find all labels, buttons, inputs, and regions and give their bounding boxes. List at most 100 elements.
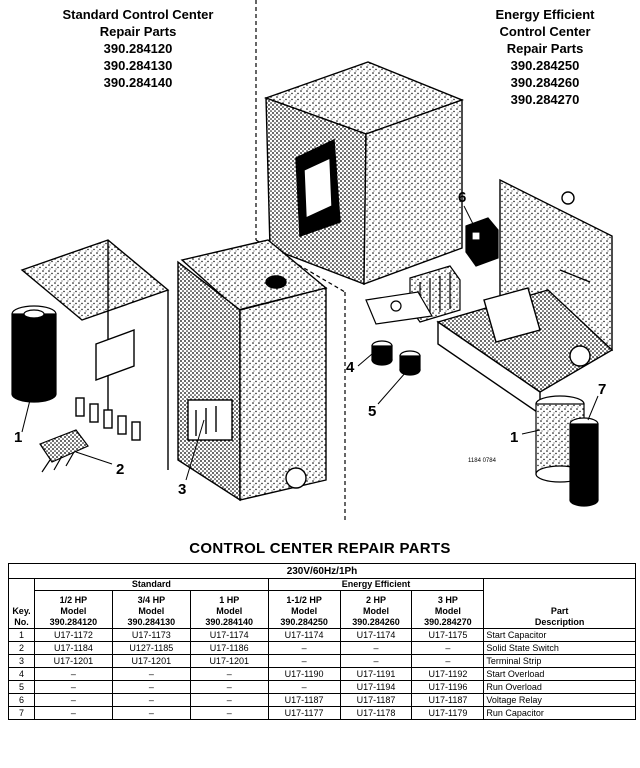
part-number-cell: U17-1196 <box>411 680 485 694</box>
part-number-cell: – <box>111 693 191 707</box>
column-header-390-284270: 3 HP Model 390.284270 <box>411 590 485 629</box>
part-description: Start Capacitor <box>483 628 636 642</box>
drawing-code: 1184 0784 <box>468 458 497 464</box>
part-number-cell: – <box>33 680 113 694</box>
part-number-cell: – <box>33 693 113 707</box>
key-number: 1 <box>8 628 35 642</box>
standard-cover-plate <box>20 239 170 470</box>
part-number-cell: U17-1173 <box>111 628 191 642</box>
header-line: Energy Efficient <box>495 7 595 22</box>
column-header-390-284120: 1/2 HP Model 390.284120 <box>33 590 113 629</box>
key-number: 2 <box>8 641 35 655</box>
table-row: 2 U17-1184 U127-1185 U17-1186 – – – Soli… <box>8 641 636 655</box>
callout-key-7: 7 <box>598 381 606 398</box>
callout-leader-lines <box>21 205 599 481</box>
part-number-cell: U127-1185 <box>111 641 191 655</box>
standard-group-header: Standard <box>33 578 269 591</box>
model-label: Model <box>434 606 461 616</box>
part-number-cell: – <box>33 706 113 720</box>
solid-state-switch <box>39 429 89 473</box>
part-number-cell: U17-1187 <box>411 693 485 707</box>
callout-key-1-left: 1 <box>14 429 22 446</box>
header-line: 390.284270 <box>510 92 580 107</box>
table-row: 5 – – – – U17-1194 U17-1196 Run Overload <box>8 680 636 694</box>
model-number: 390.284140 <box>205 617 253 627</box>
part-description: Run Capacitor <box>483 706 636 720</box>
upper-cover-box <box>263 61 464 286</box>
part-number-cell: U17-1187 <box>267 693 341 707</box>
part-number-cell: – <box>411 641 485 655</box>
part-number-cell: U17-1174 <box>189 628 269 642</box>
model-label: Model <box>363 606 390 616</box>
table-row: 3 U17-1201 U17-1201 U17-1201 – – – Termi… <box>8 654 636 668</box>
repair-parts-table: 230V/60Hz/1Ph Standard Energy Efficient … <box>8 563 636 720</box>
part-number-cell: U17-1201 <box>111 654 191 668</box>
part-description: Solid State Switch <box>483 641 636 655</box>
part-number-cell: U17-1174 <box>339 628 413 642</box>
part-description-header: Part Description <box>483 590 636 629</box>
table-row: 6 – – – U17-1187 U17-1187 U17-1187 Volta… <box>8 693 636 707</box>
part-number-cell: – <box>339 641 413 655</box>
energy-efficient-control-box <box>436 178 614 416</box>
callout-key-5: 5 <box>368 403 376 420</box>
part-number-cell: – <box>189 667 269 681</box>
part-description: Run Overload <box>483 680 636 694</box>
part-number-cell: – <box>111 680 191 694</box>
part-description: Terminal Strip <box>483 654 636 668</box>
part-number-cell: U17-1178 <box>339 706 413 720</box>
part-number-cell: U17-1184 <box>33 641 113 655</box>
model-number: 390.284130 <box>127 617 176 627</box>
key-number-header: Key. No. <box>8 590 35 629</box>
part-number-cell: – <box>189 680 269 694</box>
model-number: 390.284250 <box>280 617 328 627</box>
header-line: Control Center <box>499 24 591 39</box>
start-capacitor-left <box>11 305 57 403</box>
run-overload <box>399 350 421 376</box>
part-number-cell: U17-1187 <box>339 693 413 707</box>
model-label: Model <box>138 606 165 616</box>
model-number: 390.284270 <box>424 617 472 627</box>
part-number-cell: – <box>267 641 341 655</box>
table-caption: 230V/60Hz/1Ph <box>8 563 636 579</box>
part-number-cell: U17-1179 <box>411 706 485 720</box>
column-header-390-284140: 1 HP Model 390.284140 <box>189 590 269 629</box>
part-number-cell: U17-1177 <box>267 706 341 720</box>
hp-label: 1-1/2 HP <box>286 595 322 605</box>
part-number-cell: – <box>111 706 191 720</box>
callout-key-3: 3 <box>178 481 186 498</box>
part-number-cell: – <box>189 706 269 720</box>
hp-label: 3/4 HP <box>137 595 166 605</box>
part-number-cell: – <box>33 667 113 681</box>
header-line: 390.284250 <box>510 58 580 73</box>
model-label: Model <box>60 606 87 616</box>
header-line: Repair Parts <box>506 41 584 56</box>
header-line: 390.284130 <box>103 58 173 73</box>
part-number-cell: – <box>411 654 485 668</box>
part-number-cell: U17-1175 <box>411 628 485 642</box>
mounting-bracket <box>365 291 433 325</box>
key-number: 6 <box>8 693 35 707</box>
header-line: Repair Parts <box>99 24 177 39</box>
column-header-390-284130: 3/4 HP Model 390.284130 <box>111 590 191 629</box>
part-number-cell: U17-1186 <box>189 641 269 655</box>
hp-label: 2 HP <box>366 595 387 605</box>
table-row: 7 – – – U17-1177 U17-1178 U17-1179 Run C… <box>8 706 636 720</box>
part-number-cell: U17-1201 <box>33 654 113 668</box>
model-number: 390.284120 <box>49 617 98 627</box>
part-number-cell: U17-1194 <box>339 680 413 694</box>
header-line: 390.284120 <box>103 41 173 56</box>
part-number-cell: – <box>267 654 341 668</box>
key-number: 3 <box>8 654 35 668</box>
callout-key-2: 2 <box>116 461 124 478</box>
part-number-cell: – <box>267 680 341 694</box>
key-header-spacer <box>8 578 35 591</box>
hp-label: 3 HP <box>437 595 458 605</box>
table-row: 4 – – – U17-1190 U17-1191 U17-1192 Start… <box>8 667 636 681</box>
model-number: 390.284260 <box>352 617 400 627</box>
part-number-cell: U17-1174 <box>267 628 341 642</box>
run-capacitor <box>569 417 599 507</box>
part-number-cell: U17-1190 <box>267 667 341 681</box>
hp-label: 1 HP <box>219 595 240 605</box>
header-line: Part <box>550 606 569 616</box>
